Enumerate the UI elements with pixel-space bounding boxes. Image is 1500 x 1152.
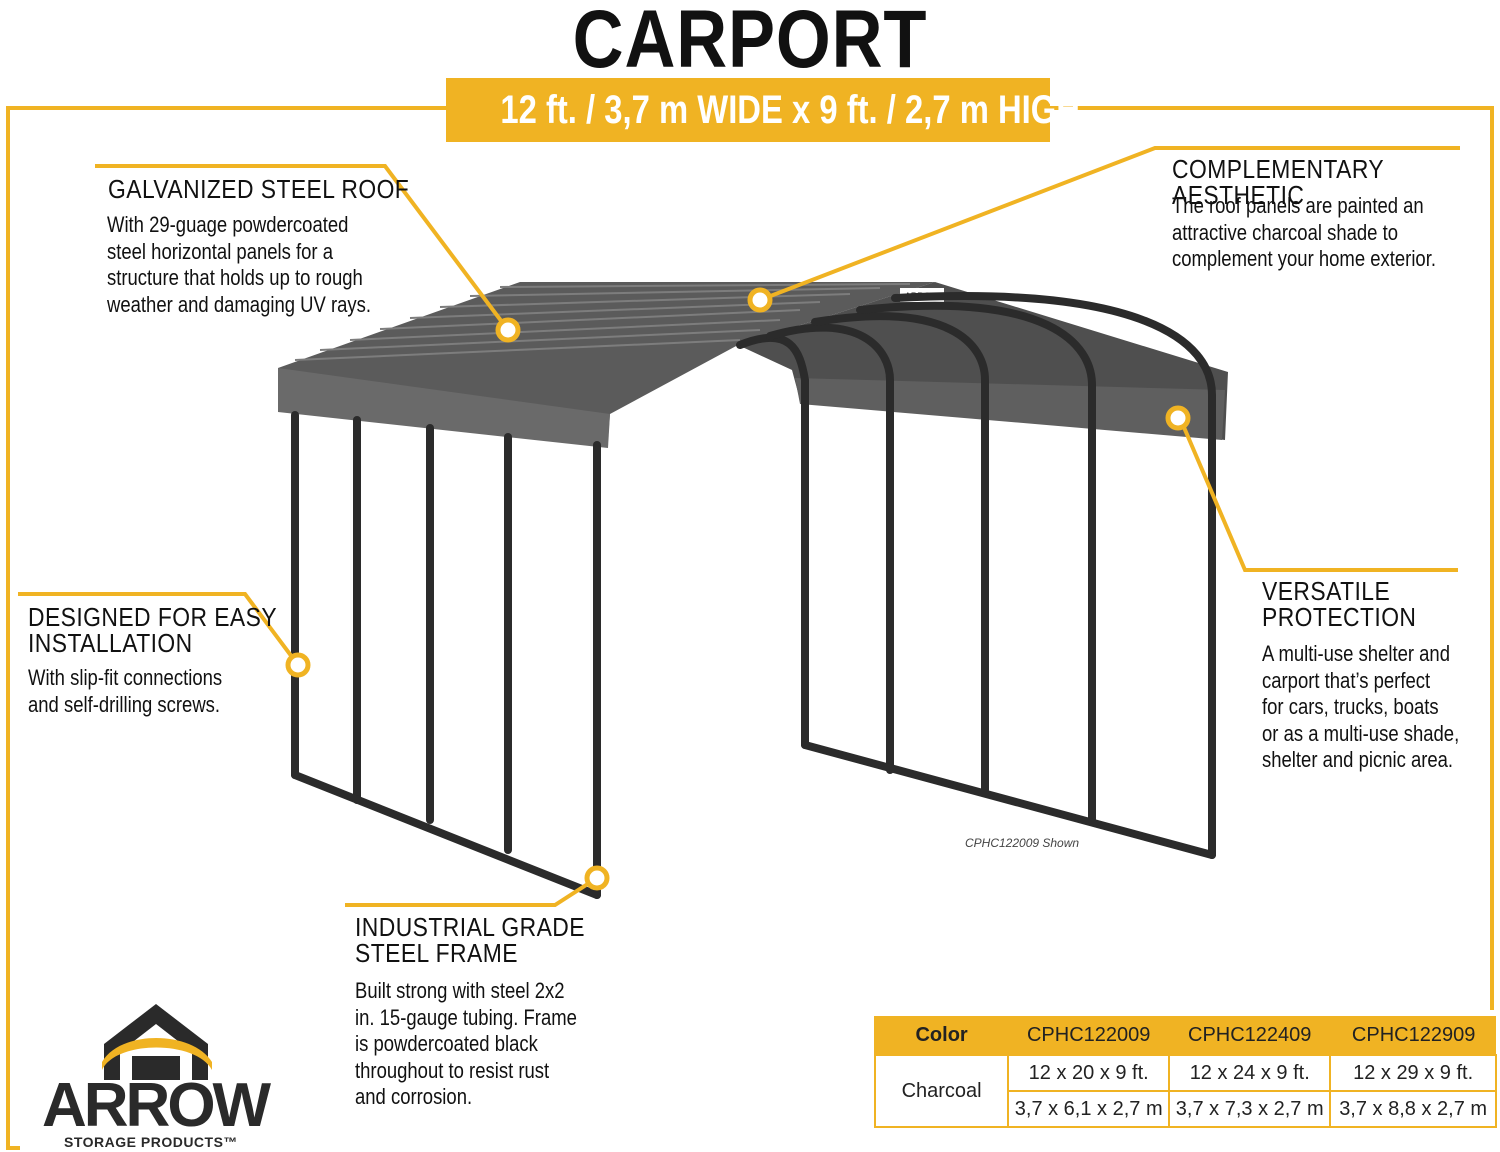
table-row: Charcoal 12 x 20 x 9 ft. 12 x 24 x 9 ft.… <box>873 1054 1497 1128</box>
dimensions-text: 12 ft. / 3,7 m WIDE x 9 ft. / 2,7 m HIGH <box>500 88 1080 132</box>
logo-tagline: STORAGE PRODUCTS™ <box>64 1134 238 1150</box>
table-cell-color: Charcoal <box>873 1054 1010 1128</box>
logo-wordmark: ARROW <box>42 1071 271 1140</box>
feature-title-installation: DESIGNED FOR EASY INSTALLATION <box>28 602 278 658</box>
table-header-model: CPHC122409 <box>1168 1016 1331 1055</box>
feature-title-protection: VERSATILE PROTECTION <box>1262 576 1417 632</box>
table-header-color: Color <box>873 1016 1009 1055</box>
feature-title-aesthetic: COMPLEMENTARY AESTHETIC <box>1172 154 1384 210</box>
feature-title-roof: GALVANIZED STEEL ROOF <box>108 174 410 204</box>
callout-roof <box>495 317 521 343</box>
table-header-model: CPHC122909 <box>1329 1016 1496 1055</box>
callout-installation <box>285 652 311 678</box>
table-cell: 3,7 x 8,8 x 2,7 m <box>1329 1090 1497 1128</box>
page-title: CARPORT <box>572 0 928 85</box>
arrow-logo-icon <box>102 1004 212 1080</box>
feature-text-installation: With slip-fit connections and self-drill… <box>28 665 223 717</box>
carport-frame <box>291 292 1216 899</box>
frame-border <box>6 106 1494 1150</box>
table-row: 3,7 x 6,1 x 2,7 m 3,7 x 7,3 x 2,7 m 3,7 … <box>875 1090 1497 1128</box>
dimensions-banner <box>446 78 1050 142</box>
spec-table: Color CPHC122009 CPHC122409 CPHC122909 C… <box>873 1016 1497 1128</box>
table-cell: 3,7 x 6,1 x 2,7 m <box>1007 1090 1171 1128</box>
table-cell: 12 x 29 x 9 ft. <box>1329 1054 1497 1092</box>
table-cell: 3,7 x 7,3 x 2,7 m <box>1168 1090 1332 1128</box>
feature-title-frame: INDUSTRIAL GRADE STEEL FRAME <box>355 912 585 968</box>
callout-protection <box>1165 405 1191 431</box>
feature-text-aesthetic: The roof panels are painted an attractiv… <box>1172 193 1436 271</box>
feature-text-frame: Built strong with steel 2x2 in. 15-gauge… <box>355 978 577 1109</box>
table-header-row: Color CPHC122009 CPHC122409 CPHC122909 <box>873 1016 1496 1055</box>
callout-frame <box>584 865 610 891</box>
table-header-model: CPHC122009 <box>1007 1016 1170 1055</box>
table-cell: 12 x 24 x 9 ft. <box>1168 1054 1332 1092</box>
shown-caption: CPHC122009 Shown <box>965 836 1080 850</box>
table-cell: 12 x 20 x 9 ft. <box>1007 1054 1171 1092</box>
feature-text-roof: With 29-guage powdercoated steel horizon… <box>107 212 372 317</box>
feature-text-protection: A multi-use shelter and carport that’s p… <box>1262 641 1460 772</box>
callout-aesthetic <box>747 287 773 313</box>
